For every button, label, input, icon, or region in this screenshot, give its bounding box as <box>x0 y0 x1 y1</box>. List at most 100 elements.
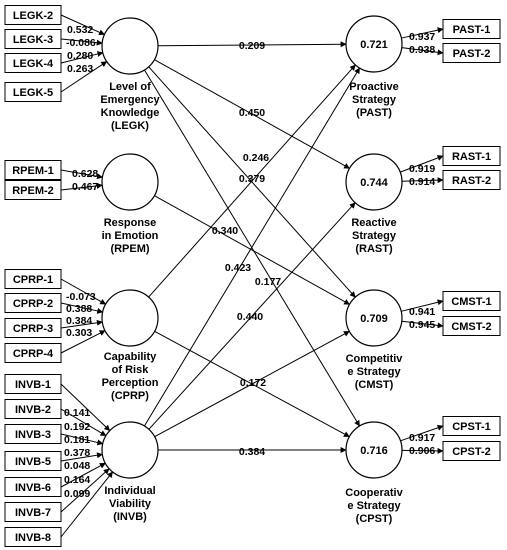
path-coefficient: 0.246 <box>243 152 269 164</box>
indicator-box-cpst-1 <box>442 416 501 436</box>
outer-weight: 0.532 <box>67 24 93 36</box>
outer-weight: 0.192 <box>64 421 90 433</box>
indicator-box-rpem-1 <box>4 160 62 180</box>
cprp-indicator-connector <box>60 319 103 329</box>
outer-weight: -0.086 <box>66 37 96 49</box>
construct-label-rast: (RAST) <box>355 243 393 255</box>
invb-indicator-connector <box>60 468 110 513</box>
legk-indicator-connector <box>60 38 103 46</box>
indicator-label: RAST-2 <box>452 175 491 187</box>
outer-loading: 0.914 <box>409 176 435 188</box>
construct-label-cprp: of Risk <box>112 364 150 376</box>
indicator-label: RPEM-1 <box>12 165 54 177</box>
construct-circle-rpem <box>101 153 159 211</box>
indicator-label: INVB-1 <box>15 379 51 391</box>
construct-circle-cmst <box>345 289 403 347</box>
invb-indicator-connector <box>60 452 103 462</box>
outer-loading: 0.941 <box>409 306 435 318</box>
past-indicator-connector <box>401 47 444 56</box>
r-squared-value: 0.744 <box>360 177 388 189</box>
construct-label-cmst: (CMST) <box>355 379 394 391</box>
construct-label-cprp: Capability <box>104 351 157 363</box>
construct-circle-invb <box>101 421 159 479</box>
indicator-box-past-1 <box>442 19 501 39</box>
construct-label-rast: Reactive <box>351 217 396 229</box>
indicator-box-invb-2 <box>4 399 62 419</box>
construct-label-cprp: Perception <box>102 377 159 389</box>
construct-label-cmst: e Strategy <box>347 366 401 378</box>
outer-weight: -0.073 <box>66 291 96 303</box>
legk-indicator-connector <box>60 61 108 93</box>
outer-weight: 0.384 <box>66 315 92 327</box>
invb-indicator-connector <box>60 471 113 538</box>
cpst-indicator-connector <box>401 447 444 454</box>
outer-weight: 0.164 <box>64 474 90 486</box>
past-indicator-connector <box>401 27 444 39</box>
path-invb_rast <box>148 202 356 430</box>
outer-weight: 0.280 <box>67 50 93 62</box>
invb-indicator-connector <box>60 462 106 488</box>
construct-label-cmst: Competitiv <box>346 353 404 365</box>
indicator-box-invb-8 <box>4 527 62 547</box>
construct-circle-legk <box>101 17 159 75</box>
path-coefficient: 0.209 <box>239 40 265 52</box>
path-coefficient: 0.384 <box>239 446 265 458</box>
indicator-label: CMST-1 <box>451 296 491 308</box>
construct-label-cprp: (CPRP) <box>111 390 149 402</box>
indicator-box-cprp-3 <box>4 318 62 338</box>
construct-label-past: Strategy <box>352 94 397 106</box>
construct-circle-past <box>345 15 403 73</box>
rpem-indicator-connector <box>60 169 104 180</box>
outer-loading: 0.919 <box>409 163 435 175</box>
indicator-box-invb-6 <box>4 477 62 497</box>
path-coefficient: 0.177 <box>255 276 281 288</box>
indicator-label: INVB-3 <box>15 429 51 441</box>
path-legk_past <box>157 41 347 48</box>
construct-circle-rast <box>345 153 403 211</box>
indicator-label: PAST-2 <box>453 48 491 60</box>
indicator-box-cpst-2 <box>442 441 501 461</box>
outer-weight: 0.099 <box>64 488 90 500</box>
outer-loading: 0.938 <box>409 44 435 56</box>
path-legk_rast <box>154 59 351 169</box>
legk-indicator-connector <box>60 51 104 64</box>
outer-weight: 0.628 <box>72 168 98 180</box>
outer-loading: 0.917 <box>409 432 435 444</box>
construct-label-invb: Viability <box>109 498 152 510</box>
rast-indicator-connector <box>400 155 444 173</box>
indicator-box-legk-4 <box>4 53 62 73</box>
construct-label-legk: Emergency <box>100 94 160 106</box>
indicator-box-cprp-1 <box>4 269 62 289</box>
construct-label-invb: Individual <box>104 485 155 497</box>
construct-label-cpst: e Strategy <box>347 500 401 512</box>
path-rpem_cmst <box>154 195 351 305</box>
indicator-box-cmst-1 <box>442 291 501 311</box>
indicator-label: CPST-2 <box>452 446 491 458</box>
outer-loading: 0.906 <box>409 445 435 457</box>
indicator-box-invb-5 <box>4 451 62 471</box>
indicator-label: CPRP-2 <box>13 298 53 310</box>
legk-indicator-connector <box>60 14 106 36</box>
cpst-indicator-connector <box>400 424 444 442</box>
construct-label-invb: (INVB) <box>113 511 147 523</box>
indicator-box-cprp-4 <box>4 343 62 363</box>
indicator-label: LEGK-5 <box>13 87 53 99</box>
cmst-indicator-connector <box>401 320 444 329</box>
diagram-labels: LEGK-20.532LEGK-3-0.086LEGK-40.280LEGK-5… <box>12 10 491 544</box>
indicator-label: CPRP-4 <box>13 348 54 360</box>
r-squared-value: 0.716 <box>360 445 388 457</box>
indicator-box-past-2 <box>442 43 501 63</box>
indicator-label: LEGK-4 <box>13 58 54 70</box>
path-coefficient: 0.440 <box>237 311 263 323</box>
indicator-box-invb-3 <box>4 424 62 444</box>
path-legk_cmst <box>148 66 356 298</box>
path-legk_cpst <box>144 69 360 427</box>
indicator-box-invb-1 <box>4 374 62 394</box>
construct-label-past: (PAST) <box>356 107 392 119</box>
path-invb_cmst <box>154 330 350 438</box>
outer-loading: 0.937 <box>409 31 435 43</box>
connection-lines <box>60 14 444 538</box>
path-coefficient: 0.450 <box>239 107 265 119</box>
indicator-label: CPRP-1 <box>13 274 53 286</box>
